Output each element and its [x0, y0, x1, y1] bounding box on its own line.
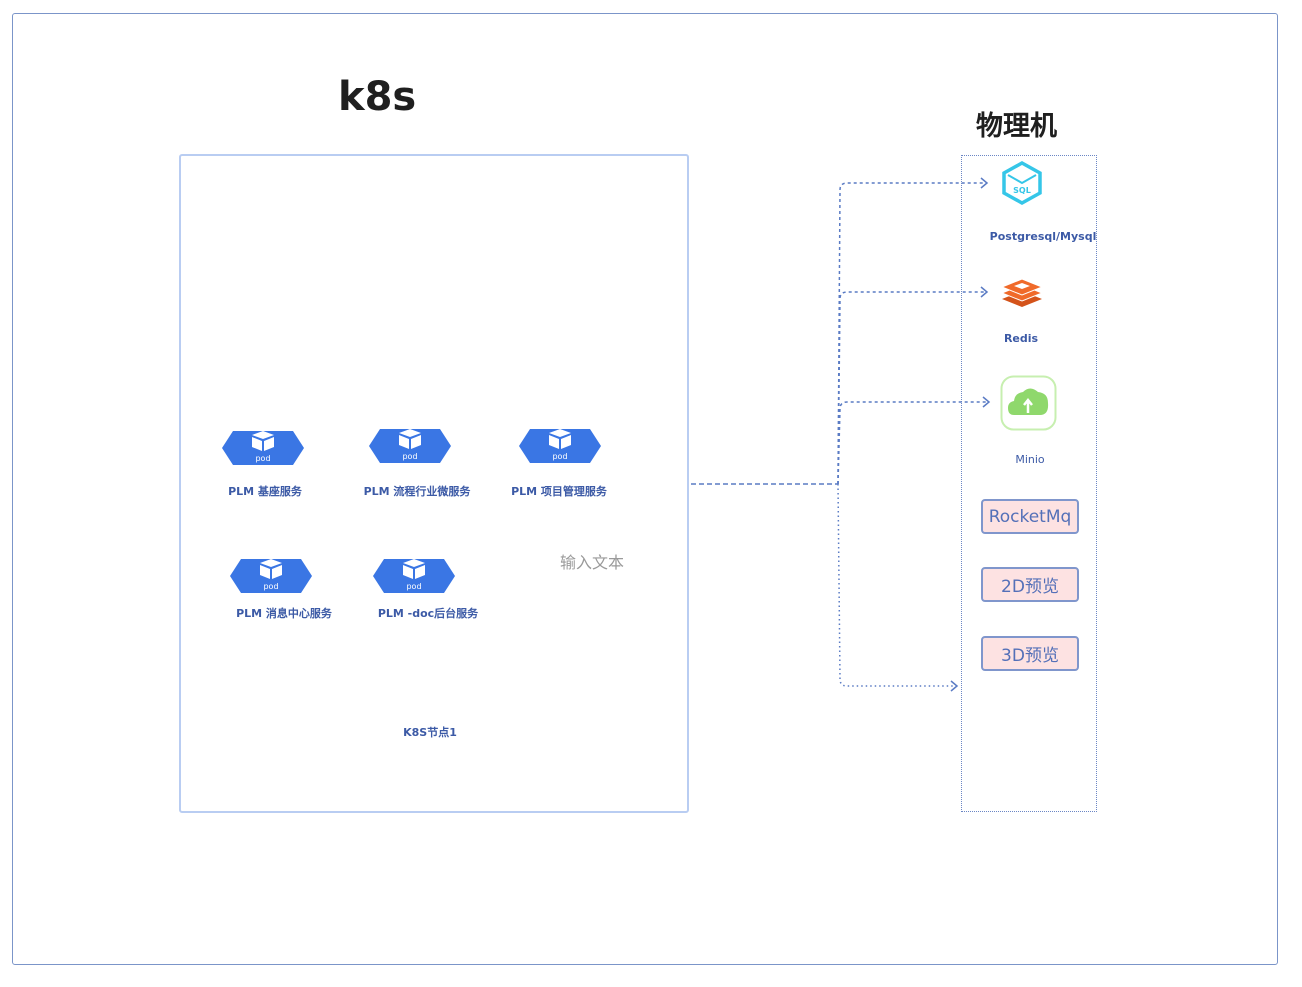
physical-machine-container[interactable]: [961, 155, 1097, 812]
connector-to-bottom: [837, 483, 956, 687]
connector-to-redis: [837, 291, 986, 485]
rocketmq-label: RocketMq: [988, 506, 1072, 527]
pod-icon: pod: [229, 557, 313, 595]
redis-label: Redis: [1003, 332, 1039, 345]
pod-label-message-center: PLM 消息中心服务: [236, 607, 332, 620]
pod-label-doc-backend: PLM -doc后台服务: [377, 607, 479, 620]
k8s-cluster-container[interactable]: [179, 154, 689, 813]
preview-2d-label: 2D预览: [1001, 577, 1059, 597]
minio-label: Minio: [1015, 453, 1045, 466]
physical-machine-title: 物理机: [976, 111, 1057, 142]
preview-2d-box[interactable]: 2D预览: [981, 567, 1079, 602]
svg-text:pod: pod: [406, 582, 421, 591]
pod-icon: pod: [221, 429, 305, 467]
minio-icon: [1000, 375, 1057, 435]
redis-icon: [1000, 276, 1044, 312]
sql-icon: SQL: [1000, 160, 1044, 209]
pod-icon: pod: [372, 557, 456, 595]
svg-text:SQL: SQL: [1013, 186, 1031, 195]
pod-icon: pod: [368, 427, 452, 465]
database-label: Postgresql/Mysql: [989, 230, 1097, 243]
pod-label-base-service: PLM 基座服务: [228, 485, 302, 498]
k8s-node-label: K8S节点1: [403, 726, 457, 739]
svg-text:pod: pod: [402, 452, 417, 461]
svg-text:pod: pod: [255, 454, 270, 463]
pod-label-project-management: PLM 项目管理服务: [511, 485, 607, 498]
svg-text:pod: pod: [263, 582, 278, 591]
k8s-title: k8s: [338, 74, 417, 120]
placeholder-text[interactable]: 输入文本: [560, 553, 625, 572]
connector-to-database: [837, 182, 986, 485]
rocketmq-box[interactable]: RocketMq: [981, 499, 1079, 534]
canvas-frame: [12, 13, 1278, 965]
pod-icon: pod: [518, 427, 602, 465]
preview-3d-box[interactable]: 3D预览: [981, 636, 1079, 671]
svg-text:pod: pod: [552, 452, 567, 461]
pod-label-process-microservice: PLM 流程行业微服务: [363, 485, 471, 498]
preview-3d-label: 3D预览: [1001, 646, 1059, 666]
connector-to-minio: [837, 401, 988, 485]
